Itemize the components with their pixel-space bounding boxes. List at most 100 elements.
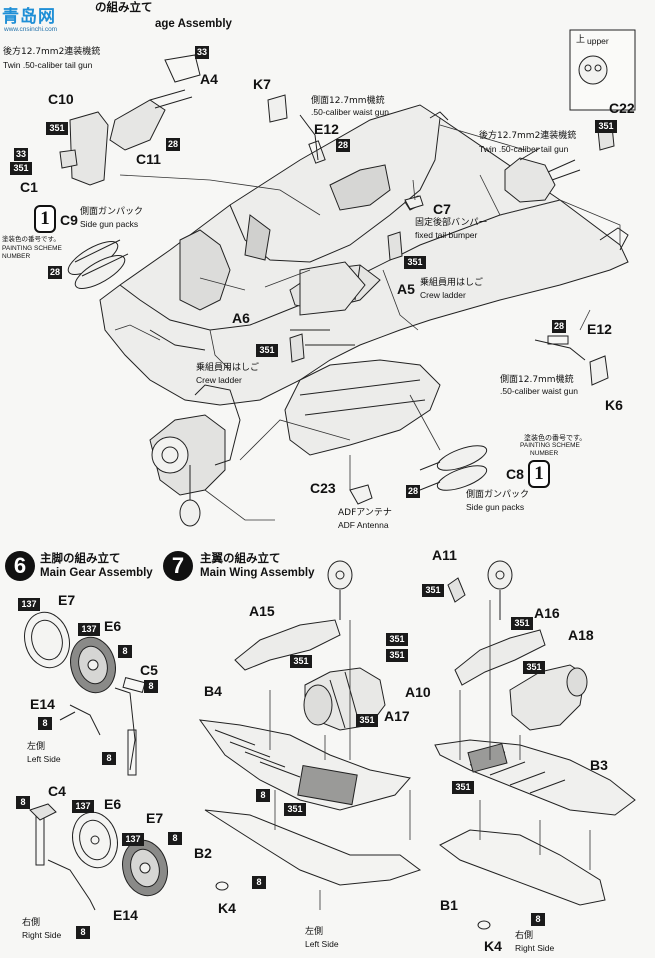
upper-label-en: upper <box>587 36 609 46</box>
tail-gun-label-en-right: Twin .50-caliber tail gun <box>479 144 569 154</box>
left-side-wing-label-en: Left Side <box>305 939 339 949</box>
part-C7: C7 <box>433 201 451 217</box>
main-wing-drawing <box>198 560 636 930</box>
tail-gun-label-jp-right: 後方12.7mm2連装機銃 <box>479 131 577 141</box>
waist-gun-label-en: .50-caliber waist gun <box>311 107 389 117</box>
part-A18: A18 <box>568 627 594 643</box>
paint-note-en2-right: NUMBER <box>530 450 559 457</box>
paint-note-en1: PAINTING SCHEME <box>2 245 62 252</box>
right-side-wing-label-en: Right Side <box>515 943 555 953</box>
part-K4-right: K4 <box>484 938 502 954</box>
paint-code: 351 <box>452 781 474 794</box>
ladder-label-en: Crew ladder <box>420 290 466 300</box>
part-B2: B2 <box>194 845 212 861</box>
paint-note-en2: NUMBER <box>2 253 31 260</box>
paint-code: 137 <box>78 623 100 636</box>
paint-note-jp: 塗装色の番号です。 <box>2 235 60 243</box>
paint-code: 351 <box>404 256 426 269</box>
paint-code: 351 <box>386 633 408 646</box>
paint-code: 8 <box>256 789 270 802</box>
part-E14: E14 <box>30 696 55 712</box>
paint-code: 33 <box>14 148 28 161</box>
left-side-label-en: Left Side <box>27 754 61 764</box>
adf-label-jp: ADFアンテナ <box>338 508 392 518</box>
paint-code: 351 <box>422 584 444 597</box>
paint-code: 8 <box>102 752 116 765</box>
side-gun-label-jp-right: 側面ガンパック <box>466 490 530 500</box>
paint-code: 28 <box>552 320 566 333</box>
leader-lines-wing <box>269 600 591 910</box>
step6-title: 主脚の組み立て <box>40 553 121 565</box>
watermark-url: www.cnsinchi.com <box>4 26 58 33</box>
adf-label-en: ADF Antenna <box>338 520 389 530</box>
part-A5: A5 <box>397 281 415 297</box>
part-C10: C10 <box>48 91 74 107</box>
part-K4: K4 <box>218 900 236 916</box>
tail-gun-label-jp: 後方12.7mm2連装機銃 <box>3 47 101 57</box>
left-side-label-jp: 左側 <box>27 742 46 752</box>
paint-code: 28 <box>48 266 62 279</box>
paint-code: 8 <box>38 717 52 730</box>
watermark-text: 青岛网 <box>2 7 56 27</box>
paint-code: 137 <box>18 598 40 611</box>
part-C22: C22 <box>609 100 635 116</box>
part-E14-right: E14 <box>113 907 138 923</box>
right-side-wing-label-jp: 右側 <box>515 931 534 941</box>
tail-gun-label-en: Twin .50-caliber tail gun <box>3 60 93 70</box>
ladder-label-jp-left: 乗組員用はしご <box>196 363 260 373</box>
part-E12-right: E12 <box>587 321 612 337</box>
paint-code: 351 <box>386 649 408 662</box>
paint-code: 351 <box>290 655 312 668</box>
step6-number: 6 <box>5 551 35 581</box>
paint-code: 8 <box>16 796 30 809</box>
side-gun-label-en: Side gun packs <box>80 219 139 229</box>
part-A10: A10 <box>405 684 431 700</box>
step5-title: の組み立て <box>95 2 153 14</box>
part-C9: C9 <box>60 212 78 228</box>
step6-title-en: Main Gear Assembly <box>40 567 153 579</box>
paint-code: 28 <box>406 485 420 498</box>
paint-code: 28 <box>336 139 350 152</box>
paint-code: 351 <box>46 122 68 135</box>
part-A15: A15 <box>249 603 275 619</box>
left-side-wing-label-jp: 左側 <box>305 927 324 937</box>
part-E6-right: E6 <box>104 796 122 812</box>
right-side-label-jp: 右側 <box>22 918 41 928</box>
part-C1: C1 <box>20 179 38 195</box>
paint-code: 8 <box>531 913 545 926</box>
part-A11: A11 <box>432 547 457 563</box>
fuselage-drawing <box>59 29 636 527</box>
part-E7-right: E7 <box>146 810 164 826</box>
paint-code: 351 <box>595 120 617 133</box>
waist-gun-label-en-right: .50-caliber waist gun <box>500 386 578 396</box>
part-C11: C11 <box>136 151 161 167</box>
step7-number: 7 <box>163 551 193 581</box>
paint-code: 8 <box>118 645 132 658</box>
part-C5: C5 <box>140 662 158 678</box>
paint-code: 33 <box>195 46 209 59</box>
paint-code: 8 <box>76 926 90 939</box>
paint-code: 8 <box>168 832 182 845</box>
bumper-label-jp: 固定後部バンパー <box>415 218 488 228</box>
part-A6: A6 <box>232 310 250 326</box>
part-C4: C4 <box>48 783 66 799</box>
part-B4: B4 <box>204 683 222 699</box>
upper-label-jp: 上 <box>576 35 586 45</box>
part-C23: C23 <box>310 480 336 496</box>
paint-code: 137 <box>122 833 144 846</box>
part-E7: E7 <box>58 592 76 608</box>
part-A17: A17 <box>384 708 410 724</box>
part-A16: A16 <box>534 605 560 621</box>
part-E12-top: E12 <box>314 121 339 137</box>
part-B3: B3 <box>590 757 608 773</box>
paint-code: 351 <box>10 162 32 175</box>
paint-code: 351 <box>256 344 278 357</box>
part-C8: C8 <box>506 466 524 482</box>
leader-lines-top <box>114 124 621 521</box>
paint-code: 351 <box>284 803 306 816</box>
paint-code: 8 <box>144 680 158 693</box>
paint-note-jp-right: 塗装色の番号です。 <box>524 434 587 442</box>
paint-code: 137 <box>72 800 94 813</box>
part-A4: A4 <box>200 71 218 87</box>
